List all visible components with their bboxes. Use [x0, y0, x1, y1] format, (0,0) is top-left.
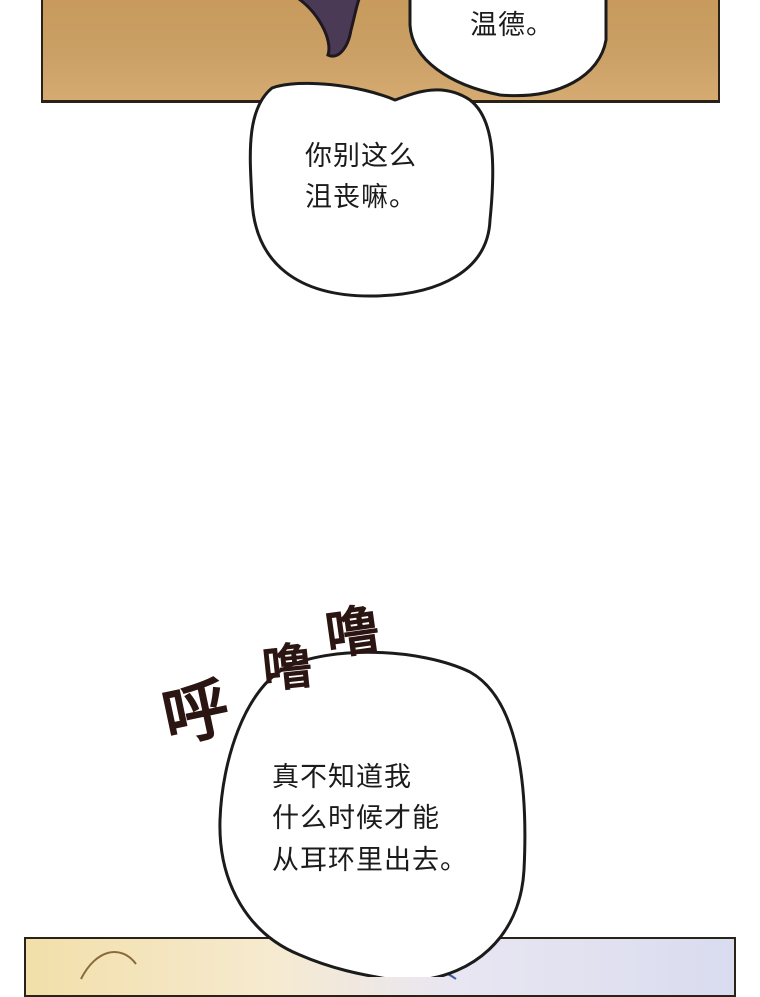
speech-bubbles: [218, 0, 608, 977]
bottom-bubble-line-3: 从耳环里出去。: [272, 845, 468, 876]
bottom-bubble-line-1: 真不知道我: [272, 762, 412, 793]
bottom-speech-bubble: [218, 650, 527, 977]
middle-bubble-line-2: 沮丧嘛。: [305, 182, 417, 213]
middle-bubble-line-1: 你别这么: [305, 141, 417, 172]
hair-strand-art: [297, 0, 361, 58]
top-speech-bubble: [408, 0, 608, 98]
middle-speech-bubble: [248, 81, 495, 298]
top-bubble-text: 温德。: [470, 10, 554, 41]
sfx-lu-2: 噜: [321, 596, 384, 668]
bottom-bubble-line-2: 什么时候才能: [272, 803, 440, 834]
sfx-lu-1: 噜: [259, 635, 316, 700]
